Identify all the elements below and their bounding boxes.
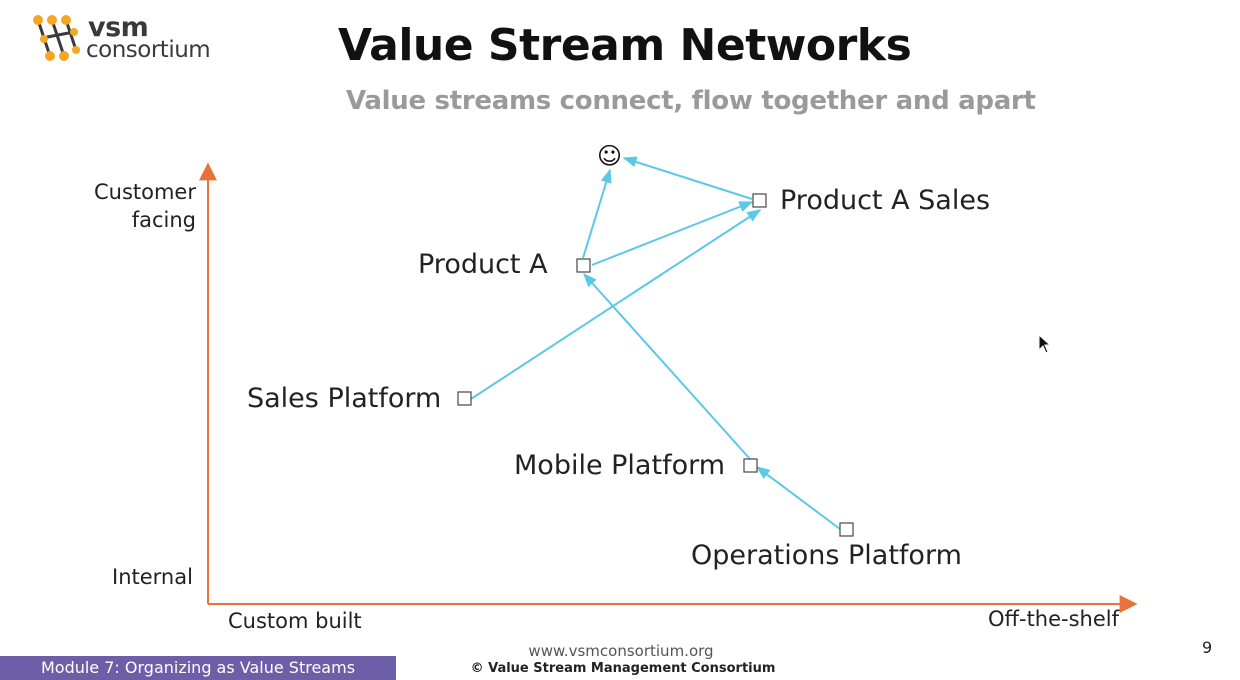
logo-text-vsm: vsm xyxy=(88,12,149,43)
axis-label-customer-facing: Customer facing xyxy=(93,180,196,232)
node-label-mobile-platform: Mobile Platform xyxy=(514,450,726,481)
module-footer-bar: Module 7: Organizing as Value Streams xyxy=(0,656,396,680)
node-box-operations-platform xyxy=(839,522,854,537)
customer-smiley-icon: ☺ xyxy=(597,142,623,170)
logo-text-consortium: consortium xyxy=(86,37,211,63)
arrow-product-a-to-customer xyxy=(582,168,612,259)
node-box-sales-platform xyxy=(457,391,472,406)
node-box-product-a xyxy=(576,258,591,273)
value-stream-network-diagram xyxy=(199,156,1138,613)
axis-label-internal: Internal xyxy=(112,565,193,589)
node-label-sales-platform: Sales Platform xyxy=(247,383,442,414)
arrow-operations-platform-to-mobile-platform xyxy=(755,466,841,530)
slide-subtitle: Value streams connect, flow together and… xyxy=(346,86,1036,116)
arrow-mobile-platform-to-product-a xyxy=(583,272,751,460)
node-label-operations-platform: Operations Platform xyxy=(691,540,962,571)
logo-mark-icon xyxy=(33,15,80,61)
node-box-product-a-sales xyxy=(752,193,767,208)
page-number: 9 xyxy=(1202,638,1213,657)
node-label-product-a-sales: Product A Sales xyxy=(780,185,991,216)
mouse-cursor-icon xyxy=(1038,334,1052,354)
arrow-product-a-to-product-a-sales xyxy=(591,201,754,266)
footer-copyright: © Value Stream Management Consortium xyxy=(470,661,776,676)
slide-title: Value Stream Networks xyxy=(338,20,912,71)
arrow-sales-platform-to-product-a-sales xyxy=(470,209,762,400)
vsm-consortium-logo: vsm consortium xyxy=(30,12,230,68)
axis-label-custom-built: Custom built xyxy=(228,609,362,633)
arrow-product-a-sales-to-customer xyxy=(622,156,753,200)
axis-label-off-the-shelf: Off-the-shelf xyxy=(988,607,1120,631)
node-label-product-a: Product A xyxy=(418,249,548,280)
node-box-mobile-platform xyxy=(743,458,758,473)
footer-url: www.vsmconsortium.org xyxy=(528,642,714,660)
